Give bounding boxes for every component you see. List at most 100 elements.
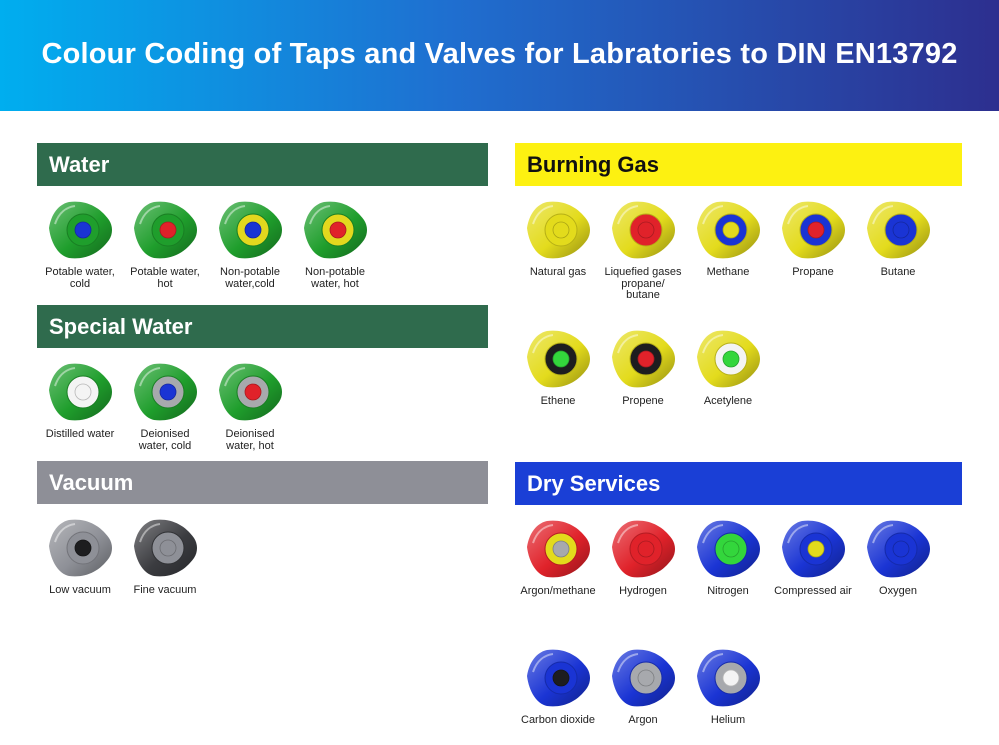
yellow-blue-yellow-tap-icon xyxy=(697,201,760,259)
tap-centre-disc xyxy=(807,540,825,558)
green-grey-blue-tap-icon xyxy=(134,363,197,421)
tap-highlight xyxy=(54,367,76,387)
tap-label: Low vacuum xyxy=(49,584,111,596)
tap-label: Distilled water xyxy=(45,428,115,440)
tap-centre-disc xyxy=(329,221,347,239)
tap-item: Nitrogen xyxy=(688,517,768,598)
tap-centre-disc xyxy=(552,350,570,368)
tap-label: Methane xyxy=(706,266,750,278)
tap-label: Natural gas xyxy=(529,266,587,278)
tap-centre-disc xyxy=(892,221,910,239)
blue-black-tap-icon xyxy=(527,649,590,707)
green-yellow-red-tap-icon xyxy=(304,201,367,259)
tap-item: Natural gas xyxy=(518,198,598,279)
tap-label: Compressed air xyxy=(774,585,852,597)
tap-item: Hydrogen xyxy=(603,517,683,598)
tap-highlight xyxy=(617,653,639,673)
tap-centre-disc xyxy=(722,221,740,239)
tap-centre-disc xyxy=(552,669,570,687)
tap-centre-disc xyxy=(722,540,740,558)
grey-black-tap-icon xyxy=(49,519,112,577)
tap-item: Non-potable water, hot xyxy=(295,198,375,290)
black-grey-tap-icon xyxy=(134,519,197,577)
tap-highlight xyxy=(617,334,639,354)
header-banner: Colour Coding of Taps and Valves for Lab… xyxy=(0,0,999,111)
section-heading-burning-gas: Burning Gas xyxy=(527,152,660,177)
tap-centre-disc xyxy=(637,221,655,239)
tap-label: Potable water, hot xyxy=(130,266,200,290)
tap-centre-disc xyxy=(637,540,655,558)
tap-item: Methane xyxy=(688,198,768,279)
tap-highlight xyxy=(702,524,724,544)
tap-centre-disc xyxy=(74,539,92,557)
tap-centre-disc xyxy=(159,221,177,239)
tap-item: Argon xyxy=(603,646,683,727)
tap-item: Acetylene xyxy=(688,327,768,408)
tap-item: Propene xyxy=(603,327,683,408)
tap-item: Distilled water xyxy=(40,360,120,441)
tap-highlight xyxy=(139,523,161,543)
tap-label: Hydrogen xyxy=(619,585,667,597)
green-white-tap-icon xyxy=(49,363,112,421)
tap-label: Potable water, cold xyxy=(45,266,115,290)
tap-label: Argon xyxy=(628,714,658,726)
tap-item: Helium xyxy=(688,646,768,727)
tap-item: Oxygen xyxy=(858,517,938,598)
tap-centre-disc xyxy=(159,539,177,557)
tap-centre-disc xyxy=(74,221,92,239)
tap-highlight xyxy=(532,653,554,673)
blue-white-tap-icon xyxy=(697,649,760,707)
tap-label: Non-potable water,cold xyxy=(220,266,280,290)
tap-highlight xyxy=(139,367,161,387)
tap-item: Potable water, cold xyxy=(40,198,120,290)
tap-item: Fine vacuum xyxy=(125,516,205,597)
tap-item: Ethene xyxy=(518,327,598,408)
red-tap-icon xyxy=(612,520,675,578)
tap-highlight xyxy=(309,205,331,225)
tap-centre-disc xyxy=(244,221,262,239)
tap-centre-disc xyxy=(807,221,825,239)
tap-highlight xyxy=(787,205,809,225)
tap-centre-disc xyxy=(159,383,177,401)
page-title: Colour Coding of Taps and Valves for Lab… xyxy=(41,38,958,70)
yellow-tap-icon xyxy=(527,201,590,259)
tap-label: Argon/methane xyxy=(520,585,596,597)
yellow-red-tap-icon xyxy=(612,201,675,259)
tap-label: Liquefied gases propane/ butane xyxy=(604,266,682,301)
tap-label: Oxygen xyxy=(879,585,917,597)
tap-item: Low vacuum xyxy=(40,516,120,597)
green-yellow-blue-tap-icon xyxy=(219,201,282,259)
tap-centre-disc xyxy=(722,669,740,687)
section-heading-dry-services: Dry Services xyxy=(527,471,661,496)
tap-centre-disc xyxy=(722,350,740,368)
tap-centre-disc xyxy=(637,350,655,368)
tap-highlight xyxy=(787,524,809,544)
section-bar-special-water: Special Water xyxy=(37,305,488,348)
tap-label: Propene xyxy=(622,395,664,407)
tap-item: Potable water, hot xyxy=(125,198,205,290)
tap-item: Argon/methane xyxy=(518,517,598,598)
tap-highlight xyxy=(617,524,639,544)
yellow-black-red-tap-icon xyxy=(612,330,675,388)
tap-label: Ethene xyxy=(540,395,576,407)
tap-highlight xyxy=(139,205,161,225)
tap-highlight xyxy=(224,367,246,387)
section-bar-vacuum: Vacuum xyxy=(37,461,488,504)
section-heading-special-water: Special Water xyxy=(49,314,193,339)
tap-highlight xyxy=(617,205,639,225)
tap-item: Carbon dioxide xyxy=(518,646,598,727)
tap-highlight xyxy=(872,524,894,544)
tap-highlight xyxy=(702,334,724,354)
tap-label: Butane xyxy=(880,266,916,278)
green-grey-red-tap-icon xyxy=(219,363,282,421)
green-red-tap-icon xyxy=(134,201,197,259)
tap-item: Non-potable water,cold xyxy=(210,198,290,290)
tap-item: Propane xyxy=(773,198,853,279)
tap-item: Butane xyxy=(858,198,938,279)
tap-highlight xyxy=(224,205,246,225)
tap-label: Deionised water, hot xyxy=(225,428,275,452)
tap-centre-disc xyxy=(552,540,570,558)
tap-highlight xyxy=(532,334,554,354)
tap-highlight xyxy=(872,205,894,225)
tap-label: Helium xyxy=(710,714,746,726)
